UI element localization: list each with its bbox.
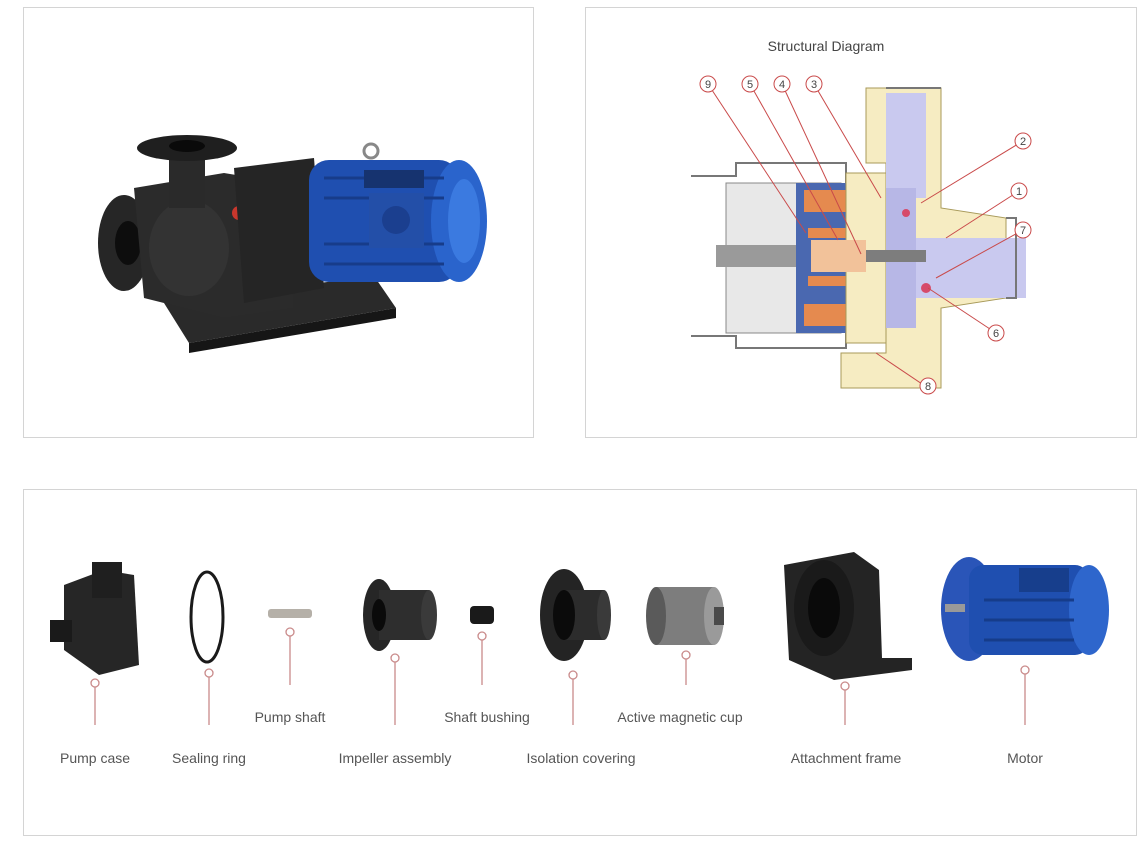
motor-image bbox=[941, 557, 1109, 661]
callout-3: 3 bbox=[811, 79, 817, 91]
magnetic-pump-photo bbox=[98, 135, 487, 353]
callout-4: 4 bbox=[779, 79, 785, 91]
part-label-pump-case: Pump case bbox=[59, 750, 131, 766]
product-photo-panel bbox=[23, 7, 534, 438]
part-label-isolation-covering: Isolation covering bbox=[526, 750, 636, 766]
isolation-covering-image bbox=[540, 569, 611, 661]
impeller-assembly-image bbox=[363, 579, 437, 651]
parts-illustration bbox=[50, 552, 1109, 725]
part-label-impeller-assembly: Impeller assembly bbox=[338, 750, 452, 766]
part-label-sealing-ring: Sealing ring bbox=[172, 750, 246, 766]
attachment-frame-image bbox=[784, 552, 912, 680]
part-label-shaft-bushing: Shaft bushing bbox=[444, 709, 530, 725]
callout-1: 1 bbox=[1016, 186, 1022, 198]
shaft-bushing-image bbox=[470, 606, 494, 624]
callout-9: 9 bbox=[705, 79, 711, 91]
part-label-pump-shaft: Pump shaft bbox=[254, 709, 326, 725]
sealing-ring-image bbox=[189, 570, 225, 664]
callout-2: 2 bbox=[1020, 136, 1026, 148]
structural-cross-section: 9 5 4 3 2 1 7 6 8 bbox=[691, 75, 1032, 395]
callout-6: 6 bbox=[993, 328, 999, 340]
exploded-parts-panel: Pump case Sealing ring Pump shaft Impell… bbox=[23, 489, 1137, 836]
callout-5: 5 bbox=[747, 79, 753, 91]
pump-case-image bbox=[50, 562, 139, 675]
active-magnetic-cup-image bbox=[646, 587, 724, 645]
part-label-active-magnetic-cup: Active magnetic cup bbox=[617, 709, 743, 725]
callout-8: 8 bbox=[925, 381, 931, 393]
diagram-title: Structural Diagram bbox=[767, 38, 885, 54]
callout-7: 7 bbox=[1020, 225, 1026, 237]
pump-shaft-image bbox=[268, 609, 312, 618]
part-label-motor: Motor bbox=[1007, 750, 1043, 766]
part-label-attachment-frame: Attachment frame bbox=[790, 750, 902, 766]
structural-diagram-panel: Structural Diagram bbox=[585, 7, 1137, 438]
